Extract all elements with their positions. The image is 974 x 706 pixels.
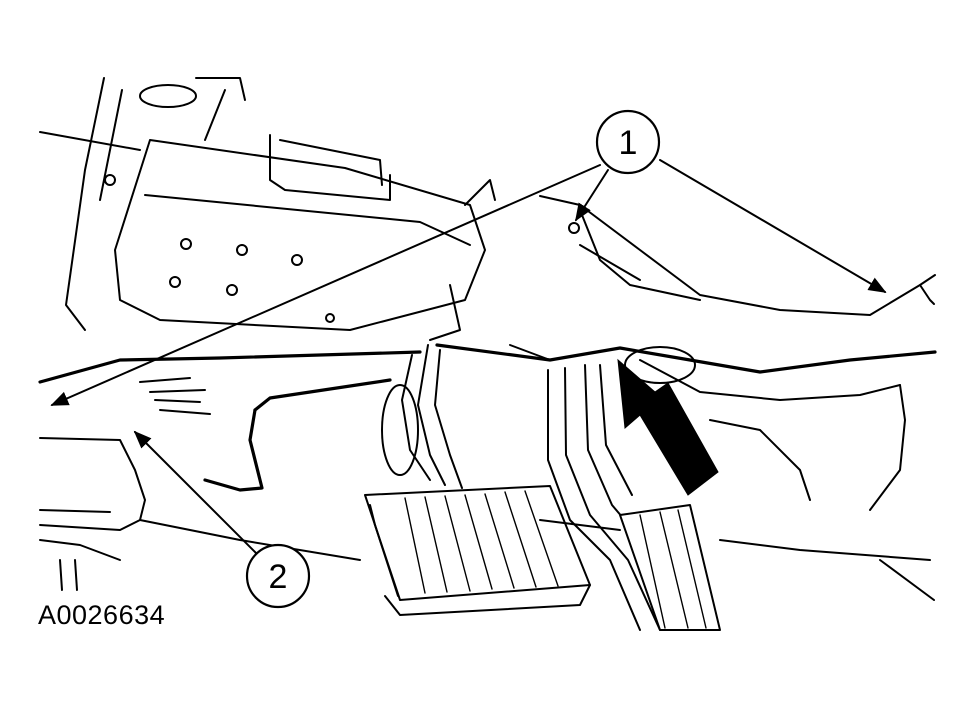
brake-pedal	[364, 344, 591, 616]
lower-insulator-panel	[435, 195, 937, 374]
callout-1-label: 1	[619, 124, 638, 162]
dash-upper-structure	[39, 77, 246, 331]
callout-1-leaders	[50, 159, 887, 406]
wiring-harness	[38, 350, 422, 492]
callout-2-leaders	[133, 430, 257, 554]
figure-id: A0026634	[38, 600, 166, 630]
accelerator-pedal	[547, 364, 721, 631]
callout-1: 1	[595, 109, 661, 175]
floor-structure	[539, 346, 935, 601]
direction-arrow	[617, 358, 719, 496]
callout-2: 2	[245, 543, 311, 609]
footrest-panel	[39, 437, 361, 591]
control-module	[104, 134, 496, 341]
callout-2-label: 2	[269, 558, 288, 596]
